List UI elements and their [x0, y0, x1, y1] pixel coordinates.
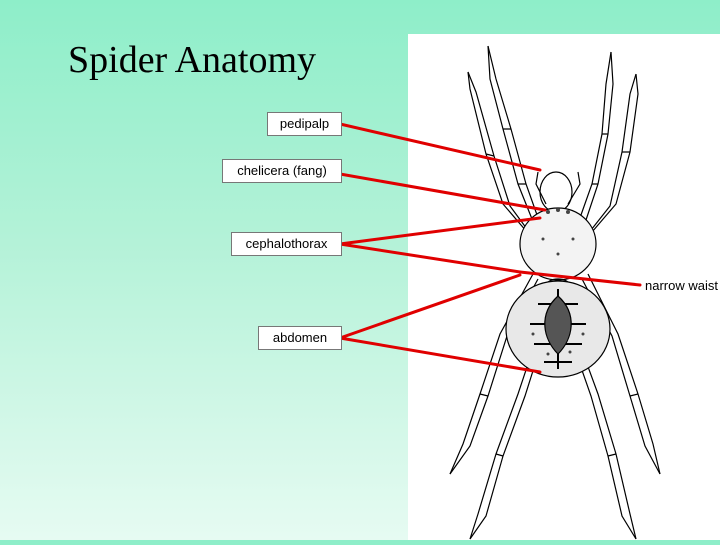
spider-illustration-panel [408, 34, 720, 540]
leader-line-pedipalp [338, 122, 542, 172]
label-cephalothorax: cephalothorax [231, 232, 342, 256]
leader-line-narrow-waist [518, 270, 642, 287]
spider-illustration [449, 45, 661, 540]
label-narrow-waist: narrow waist [645, 278, 718, 293]
label-abdomen: abdomen [258, 326, 342, 350]
label-pedipalp: pedipalp [267, 112, 342, 136]
leader-line-cephalothorax [338, 216, 542, 274]
slide-title: Spider Anatomy [68, 39, 317, 81]
leader-line-abdomen [338, 273, 542, 374]
leader-line-chelicera [338, 172, 547, 212]
label-chelicera: chelicera (fang) [222, 159, 342, 183]
